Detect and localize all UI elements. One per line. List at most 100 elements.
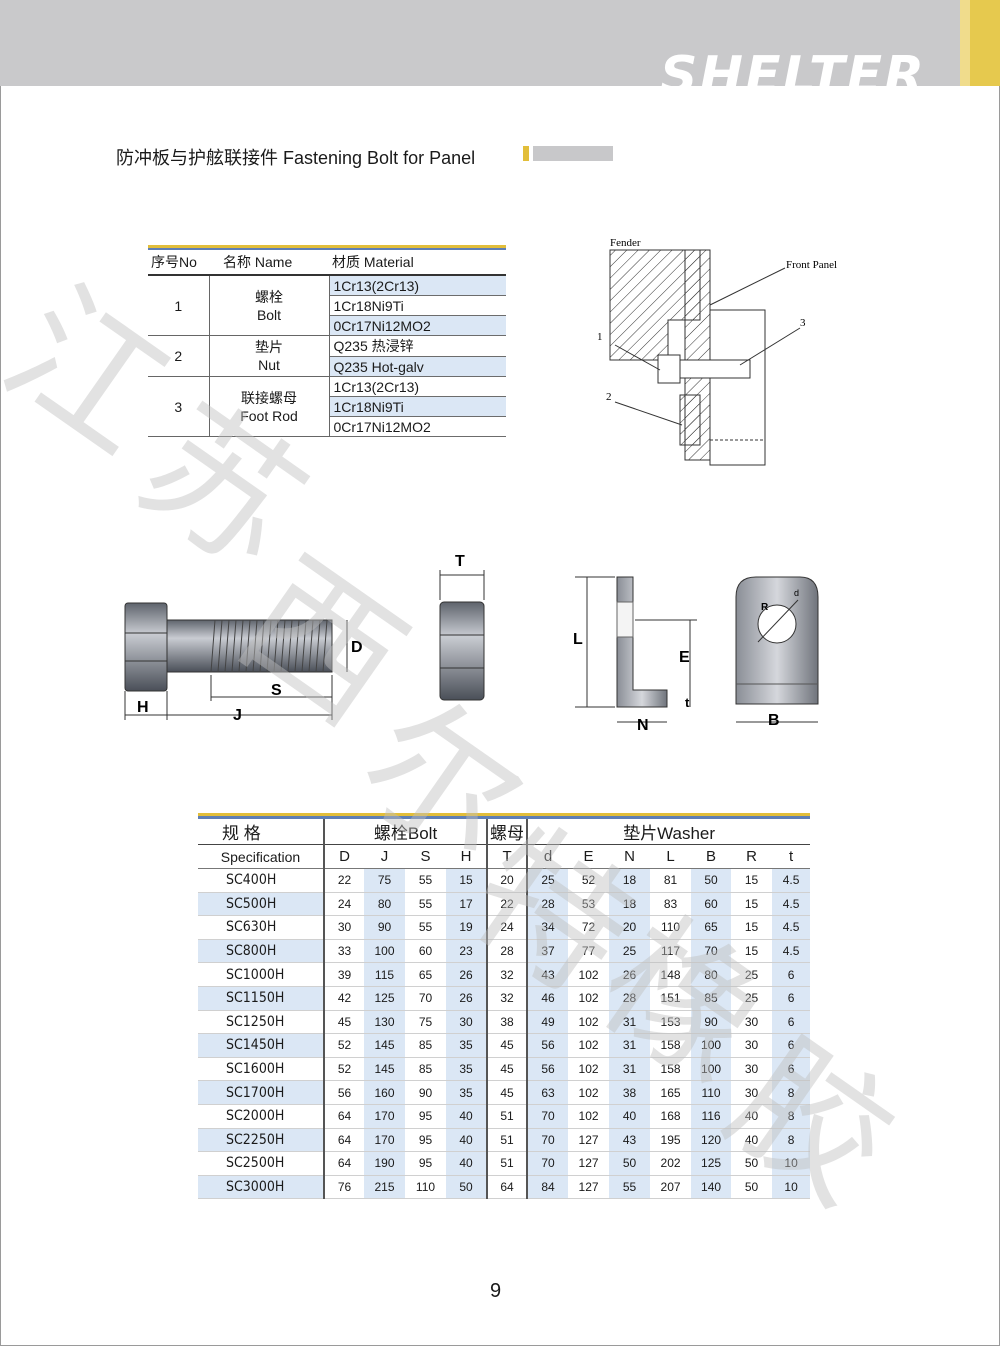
material-cell: 1Cr13(2Cr13) bbox=[329, 376, 506, 397]
spec-value-cell: 8 bbox=[772, 1080, 811, 1105]
dim-t-small: t bbox=[685, 695, 690, 710]
front-panel-frame bbox=[709, 309, 766, 466]
washer-header: 垫片Washer bbox=[623, 824, 716, 843]
spec-value-cell: 140 bbox=[691, 1175, 732, 1200]
col-head: R bbox=[731, 844, 773, 869]
spec-value-cell: 6 bbox=[772, 1057, 811, 1082]
spec-value-cell: 22 bbox=[487, 892, 529, 917]
spec-value-cell: 55 bbox=[405, 915, 446, 940]
material-cell: 1Cr18Ni9Ti bbox=[329, 396, 506, 417]
material-cell: 1Cr18Ni9Ti bbox=[329, 295, 506, 316]
spec-value-cell: 207 bbox=[650, 1175, 692, 1200]
spec-value-cell: 70 bbox=[527, 1104, 569, 1129]
spec-value-cell: 195 bbox=[650, 1128, 692, 1153]
dim-t: T bbox=[455, 553, 465, 570]
dim-l: L bbox=[573, 631, 583, 648]
row-no: 2 bbox=[148, 335, 210, 377]
spec-value-cell: 31 bbox=[609, 1033, 651, 1058]
washer-side-diagram: L E t N bbox=[573, 576, 697, 734]
spec-name-cell: SC2500H bbox=[198, 1151, 325, 1176]
bolt-shank bbox=[679, 359, 751, 379]
spec-value-cell: 102 bbox=[568, 1010, 610, 1035]
spec-value-cell: 215 bbox=[364, 1175, 405, 1200]
spec-value-cell: 60 bbox=[691, 892, 732, 917]
spec-value-cell: 17 bbox=[446, 892, 489, 917]
spec-value-cell: 75 bbox=[405, 1010, 446, 1035]
spec-value-cell: 100 bbox=[364, 939, 405, 964]
spec-value-cell: 55 bbox=[405, 892, 446, 917]
spec-value-cell: 70 bbox=[527, 1151, 569, 1176]
spec-value-cell: 43 bbox=[527, 962, 569, 987]
spec-value-cell: 53 bbox=[568, 892, 610, 917]
spec-value-cell: 70 bbox=[527, 1128, 569, 1153]
spec-value-cell: 90 bbox=[691, 1010, 732, 1035]
spec-value-cell: 90 bbox=[364, 915, 405, 940]
nut-shape bbox=[439, 601, 485, 701]
spec-name-cell: SC1150H bbox=[198, 986, 325, 1011]
spec-value-cell: 18 bbox=[609, 892, 651, 917]
dim-h: H bbox=[137, 699, 149, 716]
spec-value-cell: 102 bbox=[568, 1033, 610, 1058]
spec-value-cell: 10 bbox=[772, 1175, 811, 1200]
spec-value-cell: 153 bbox=[650, 1010, 692, 1035]
spec-value-cell: 15 bbox=[446, 868, 489, 893]
spec-value-cell: 65 bbox=[405, 962, 446, 987]
spec-value-cell: 45 bbox=[487, 1033, 529, 1058]
spec-value-cell: 40 bbox=[609, 1104, 651, 1129]
spec-value-cell: 170 bbox=[364, 1128, 405, 1153]
spec-value-cell: 25 bbox=[527, 868, 569, 893]
spec-value-cell: 127 bbox=[568, 1151, 610, 1176]
header-accent-dark bbox=[970, 0, 1000, 86]
spec-value-cell: 56 bbox=[324, 1080, 364, 1105]
spec-value-cell: 39 bbox=[324, 962, 364, 987]
spec-value-cell: 125 bbox=[364, 986, 405, 1011]
spec-value-cell: 15 bbox=[731, 939, 773, 964]
spec-value-cell: 102 bbox=[568, 962, 610, 987]
spec-value-cell: 40 bbox=[731, 1104, 773, 1129]
spec-value-cell: 35 bbox=[446, 1057, 489, 1082]
spec-value-cell: 85 bbox=[405, 1057, 446, 1082]
spec-value-cell: 50 bbox=[691, 868, 732, 893]
spec-value-cell: 4.5 bbox=[772, 939, 811, 964]
spec-value-cell: 145 bbox=[364, 1033, 405, 1058]
nut-diagram: T bbox=[439, 553, 485, 701]
spec-value-cell: 46 bbox=[527, 986, 569, 1011]
spec-value-cell: 33 bbox=[324, 939, 364, 964]
spec-value-cell: 40 bbox=[446, 1151, 489, 1176]
spec-value-cell: 125 bbox=[691, 1151, 732, 1176]
spec-value-cell: 24 bbox=[487, 915, 529, 940]
dim-j: J bbox=[233, 707, 242, 724]
spec-value-cell: 50 bbox=[609, 1151, 651, 1176]
dim-d: D bbox=[351, 639, 363, 656]
spec-value-cell: 117 bbox=[650, 939, 692, 964]
callout-3: 3 bbox=[800, 317, 806, 329]
front-panel-label: Front Panel bbox=[786, 259, 837, 271]
spec-value-cell: 95 bbox=[405, 1151, 446, 1176]
spec-value-cell: 50 bbox=[731, 1151, 773, 1176]
spec-value-cell: 20 bbox=[609, 915, 651, 940]
spec-value-cell: 52 bbox=[324, 1033, 364, 1058]
spec-value-cell: 43 bbox=[609, 1128, 651, 1153]
spec-table: 规 格 螺栓Bolt 螺母 垫片Washer Specification D J… bbox=[198, 813, 811, 1200]
col-head: H bbox=[446, 844, 489, 869]
title-marker bbox=[523, 146, 529, 161]
spec-value-cell: 110 bbox=[691, 1080, 732, 1105]
spec-value-cell: 65 bbox=[691, 915, 732, 940]
spec-value-cell: 100 bbox=[691, 1057, 732, 1082]
spec-value-cell: 32 bbox=[487, 962, 529, 987]
spec-value-cell: 38 bbox=[487, 1010, 529, 1035]
section-title: 防冲板与护舷联接件 Fastening Bolt for Panel bbox=[116, 148, 476, 168]
material-cell: 0Cr17Ni12MO2 bbox=[329, 315, 506, 336]
bolt-head-shape bbox=[124, 602, 168, 692]
spec-value-cell: 6 bbox=[772, 1010, 811, 1035]
page-number: 9 bbox=[490, 1280, 502, 1302]
washer-section bbox=[679, 394, 701, 446]
